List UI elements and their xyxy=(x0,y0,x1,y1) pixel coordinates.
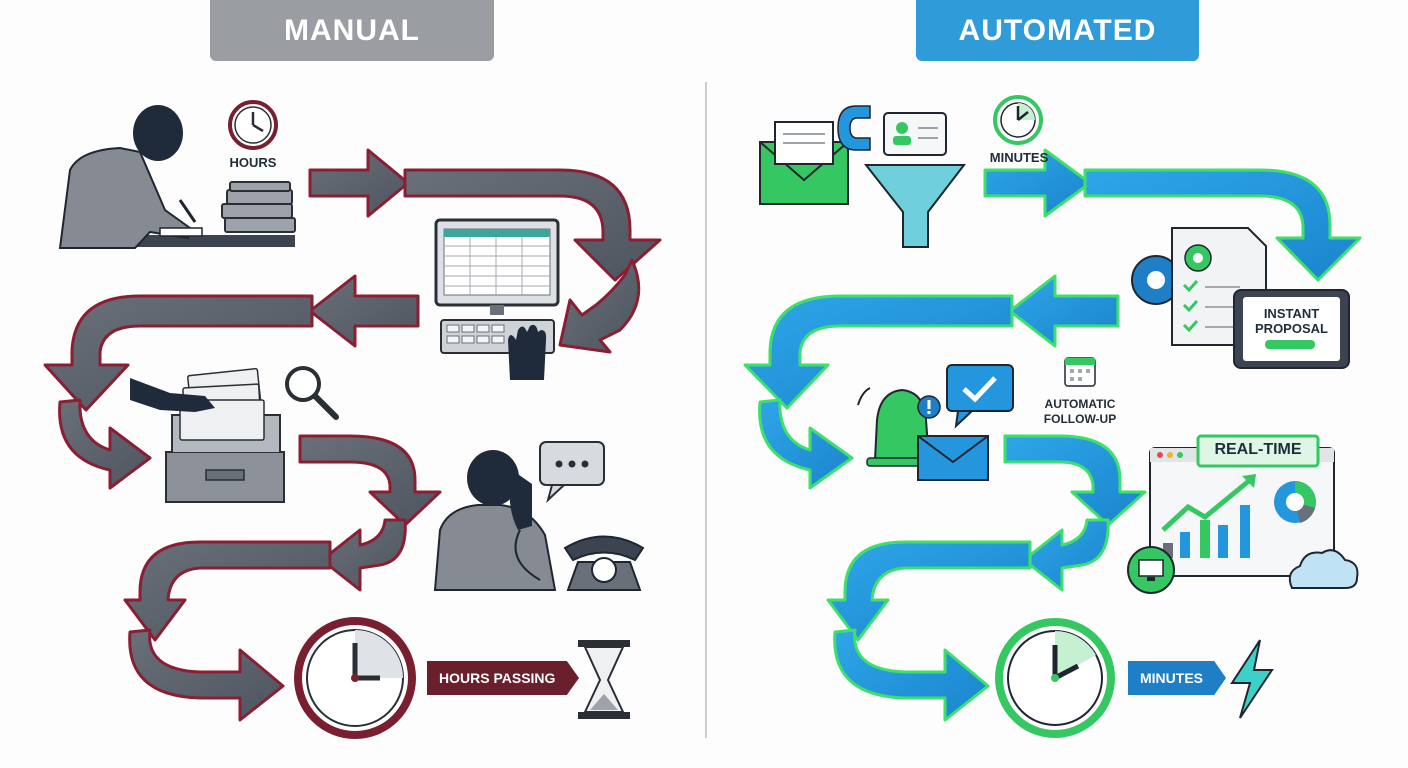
paper-stack-icon xyxy=(221,181,296,233)
auto-arrow-9 xyxy=(833,628,990,722)
minutes-label: MINUTES xyxy=(1128,661,1226,695)
manual-header: MANUAL xyxy=(210,0,494,61)
automated-header: AUTOMATED xyxy=(916,0,1199,61)
magnifier-icon xyxy=(285,366,339,420)
manual-arrow-6 xyxy=(58,398,152,490)
lightning-icon xyxy=(1230,639,1274,719)
contact-card-icon xyxy=(883,112,947,156)
chat-check-icon xyxy=(946,364,1014,429)
manual-arrow-2 xyxy=(403,168,662,282)
funnel-icon xyxy=(863,164,967,248)
auto-arrow-7 xyxy=(1022,518,1110,592)
computer-spreadsheet-icon xyxy=(434,218,560,315)
filing-cabinet-icon xyxy=(130,367,285,503)
tablet-icon xyxy=(1233,289,1350,369)
manual-arrow-7 xyxy=(298,434,442,527)
manual-clock-label: HOURS xyxy=(229,155,277,170)
hours-passing-label: HOURS PASSING xyxy=(427,661,579,695)
auto-arrow-2 xyxy=(1083,168,1362,282)
realtime-label: REAL-TIME xyxy=(1214,441,1302,458)
envelope-small-icon xyxy=(917,435,989,481)
instant-proposal-label-1: INSTANT xyxy=(1263,306,1320,321)
stopwatch-icon xyxy=(993,95,1043,145)
rotary-phone-icon xyxy=(563,535,645,591)
auto-arrow-5 xyxy=(758,398,854,490)
person-writing-icon xyxy=(58,105,295,249)
manual-arrow-1 xyxy=(308,148,410,218)
auto-clock-label: MINUTES xyxy=(989,150,1049,165)
auto-arrow-1 xyxy=(983,148,1092,218)
center-divider xyxy=(705,82,707,738)
followup-label-1: AUTOMATIC xyxy=(1044,397,1116,411)
auto-arrow-6 xyxy=(1003,434,1147,527)
speech-bubble-icon xyxy=(539,441,605,504)
manual-arrow-3 xyxy=(558,258,641,354)
cloud-icon xyxy=(1288,549,1359,589)
large-clock-icon xyxy=(294,617,416,739)
instant-proposal-label-2: PROPOSAL xyxy=(1255,321,1328,336)
clock-icon xyxy=(228,100,278,150)
manual-arrow-10 xyxy=(128,628,285,722)
dashboard-icon xyxy=(1149,434,1335,577)
auto-arrow-3 xyxy=(1008,274,1120,348)
calendar-icon xyxy=(1064,357,1096,387)
email-icon xyxy=(759,121,849,205)
auto-arrow-4 xyxy=(743,294,1014,410)
manual-arrow-8 xyxy=(320,518,407,592)
followup-label-2: FOLLOW-UP xyxy=(1043,412,1117,426)
manual-flow-arrows xyxy=(43,148,662,722)
manual-arrow-4 xyxy=(308,274,420,348)
automated-flow-arrows xyxy=(743,148,1362,722)
hourglass-icon xyxy=(578,640,630,719)
auto-large-clock-icon xyxy=(995,618,1115,738)
manual-arrow-5 xyxy=(43,294,314,412)
keyboard-hand-icon xyxy=(440,319,555,380)
auto-arrow-8 xyxy=(826,540,1032,642)
person-phone-icon xyxy=(433,450,557,591)
magnet-icon xyxy=(837,105,871,151)
manual-arrow-9 xyxy=(123,540,332,642)
monitor-icon xyxy=(1127,546,1175,594)
